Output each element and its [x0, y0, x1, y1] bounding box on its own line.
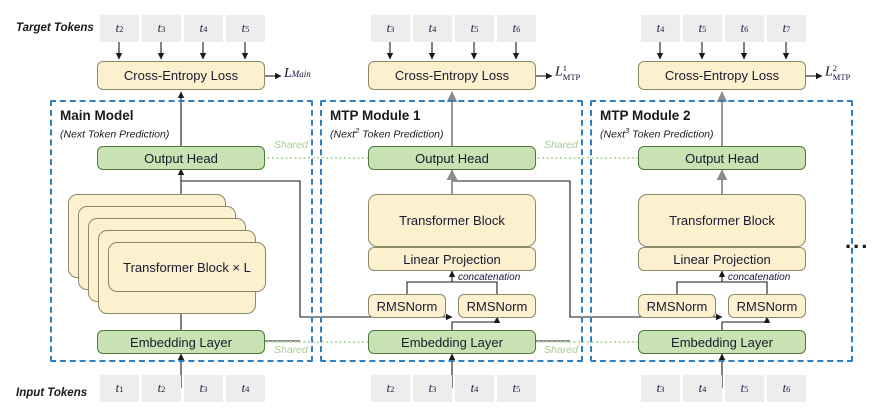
module-mtp1-boundary [320, 100, 583, 362]
cross-entropy-loss-mtp1: Cross-Entropy Loss [368, 61, 536, 90]
concatenation-label-mtp2: concatenation [728, 272, 791, 283]
transformer-block-main: Transformer Block × L [108, 242, 266, 292]
module-main-boundary [50, 100, 313, 362]
module-mtp1-subtitle: (Next2 Token Prediction) [330, 126, 444, 141]
cross-entropy-loss-mtp2: Cross-Entropy Loss [638, 61, 806, 90]
input-tokens-label: Input Tokens [16, 387, 88, 399]
rmsnorm-left-mtp1: RMSNorm [368, 294, 446, 318]
module-mtp1-title: MTP Module 1 [330, 108, 421, 123]
output-head-mtp2: Output Head [638, 146, 806, 170]
module-main-subtitle: (Next Token Prediction) [60, 128, 170, 141]
linear-projection-mtp2: Linear Projection [638, 247, 806, 271]
module-mtp2-title: MTP Module 2 [600, 108, 691, 123]
loss-symbol-main: LMain [284, 66, 311, 81]
rmsnorm-right-mtp2: RMSNorm [728, 294, 806, 318]
target-tokens-label: Target Tokens [16, 22, 94, 34]
embedding-layer-mtp2: Embedding Layer [638, 330, 806, 354]
output-head-mtp1: Output Head [368, 146, 536, 170]
shared-label-embed-1: Shared [274, 344, 308, 356]
module-mtp2-subtitle: (Next3 Token Prediction) [600, 126, 714, 141]
concatenation-label-mtp1: concatenation [458, 272, 521, 283]
transformer-block-mtp2: Transformer Block [638, 194, 806, 247]
rmsnorm-right-mtp1: RMSNorm [458, 294, 536, 318]
linear-projection-mtp1: Linear Projection [368, 247, 536, 271]
module-mtp2-boundary [590, 100, 853, 362]
transformer-block-mtp1: Transformer Block [368, 194, 536, 247]
ellipsis-more-modules: ... [845, 228, 870, 253]
embedding-layer-mtp1: Embedding Layer [368, 330, 536, 354]
shared-label-head-2: Shared [544, 139, 578, 151]
module-main-title: Main Model [60, 108, 134, 123]
embedding-layer-main: Embedding Layer [97, 330, 265, 354]
rmsnorm-left-mtp2: RMSNorm [638, 294, 716, 318]
shared-label-head-1: Shared [274, 139, 308, 151]
cross-entropy-loss-main: Cross-Entropy Loss [97, 61, 265, 90]
output-head-main: Output Head [97, 146, 265, 170]
shared-label-embed-2: Shared [544, 344, 578, 356]
